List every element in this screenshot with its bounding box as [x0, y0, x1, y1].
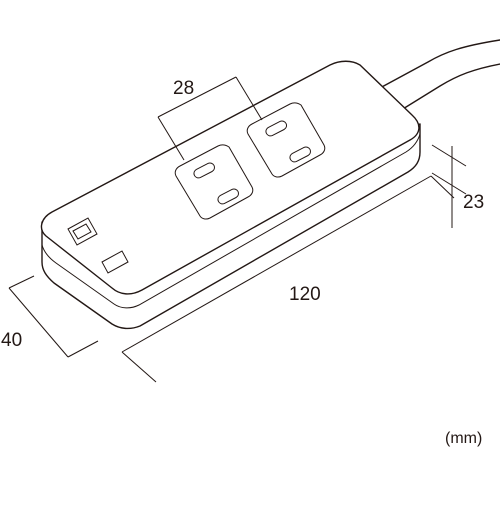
strip-seam-line	[41, 133, 421, 309]
dimension-height: 23	[431, 144, 484, 228]
ac-outlet-right	[246, 102, 326, 178]
dimension-length: 120	[121, 175, 455, 383]
width-label: 40	[1, 330, 22, 351]
power-cord	[379, 39, 500, 113]
usb-port-b	[101, 250, 129, 274]
ac-outlet-left	[174, 144, 254, 220]
usb-ports	[67, 217, 129, 274]
outlet-pitch-label: 28	[173, 78, 194, 99]
usb-port-a	[67, 217, 98, 246]
unit-label: (mm)	[445, 430, 482, 447]
power-strip-body	[40, 60, 421, 330]
dimension-width: 40	[1, 275, 99, 358]
length-label: 120	[289, 284, 321, 305]
strip-top-face	[40, 60, 420, 295]
dimension-outlet-pitch: 28	[157, 76, 263, 161]
height-label: 23	[463, 192, 484, 213]
